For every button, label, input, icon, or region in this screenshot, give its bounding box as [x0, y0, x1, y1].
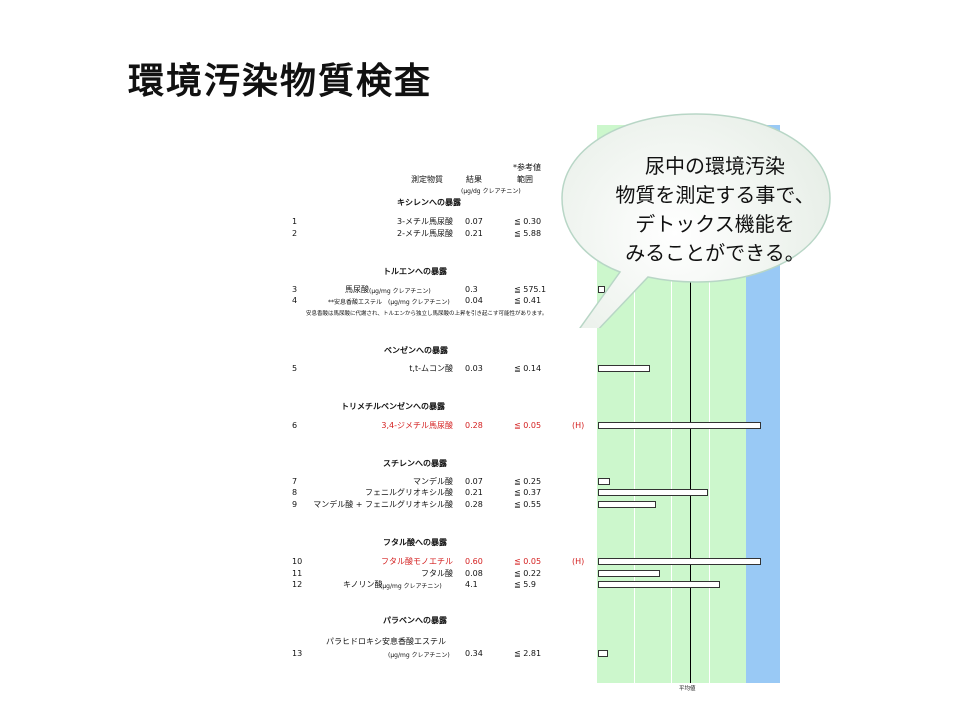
callout-line-2: 物質を測定する事で、: [615, 183, 815, 207]
row-4-unit: (μg/mg クレアチニン): [388, 299, 450, 306]
callout-line-3: デトックス機能を: [635, 212, 795, 236]
row-2-name: 2-メチル馬尿酸: [397, 229, 453, 238]
section-xylene: キシレンへの暴露: [397, 198, 461, 207]
callout-shape: [561, 113, 831, 328]
row-10-value: 0.60: [465, 557, 483, 566]
callout-text: 尿中の環境汚染 物質を測定する事で、 デトックス機能を みることができる。: [590, 152, 840, 268]
grid-line: [709, 125, 710, 683]
callout-bubble: [561, 113, 831, 328]
row-3-num: 3: [292, 285, 298, 294]
header-ref-bottom: 範囲: [517, 175, 533, 184]
section-trimethylbenzene: トリメチルベンゼンへの暴露: [341, 402, 445, 411]
row-11-value: 0.08: [465, 569, 483, 578]
result-bar-7: [598, 478, 610, 485]
mean-line: [690, 125, 691, 683]
row-5-num: 5: [292, 364, 298, 373]
row-10-flag: (H): [572, 557, 585, 566]
row-6-flag: (H): [572, 421, 585, 430]
callout-line-1: 尿中の環境汚染: [645, 154, 785, 178]
row-4-value: 0.04: [465, 296, 483, 305]
callout-line-4: みることができる。: [625, 241, 805, 265]
mean-label: 平均値: [679, 686, 696, 692]
row-8-num: 8: [292, 488, 298, 497]
row-13-ref: ≦ 2.81: [514, 649, 542, 658]
row-12-ref: ≦ 5.9: [514, 580, 536, 589]
section-phthalate: フタル酸への暴露: [383, 538, 447, 547]
row-2-value: 0.21: [465, 229, 483, 238]
row-10-name: フタル酸モノエチル: [381, 557, 453, 566]
result-bar-12: [598, 581, 720, 588]
row-6-value: 0.28: [465, 421, 483, 430]
header-result-unit: (μg/dg クレアチニン): [461, 188, 521, 195]
row-9-value: 0.28: [465, 500, 483, 509]
section-toluene: トルエンへの暴露: [383, 267, 447, 276]
result-bar-8: [598, 489, 708, 496]
row-9-num: 9: [292, 500, 298, 509]
row-3-value: 0.3: [465, 285, 478, 294]
row-13-value: 0.34: [465, 649, 483, 658]
row-1-value: 0.07: [465, 217, 483, 226]
row-1-num: 1: [292, 217, 298, 226]
toluene-note: 安息香酸は馬尿酸に代謝され、トルエンから独立し馬尿酸の上昇を引き起こす可能性があ…: [306, 311, 548, 317]
row-7-ref: ≦ 0.25: [514, 477, 542, 486]
row-5-name: t,t-ムコン酸: [409, 364, 453, 373]
header-result: 結果: [466, 175, 482, 184]
row-4-name: **安息香酸エステル: [328, 299, 383, 306]
row-8-name: フェニルグリオキシル酸: [365, 488, 453, 497]
row-6-name: 3,4-ジメチル馬尿酸: [381, 421, 453, 430]
row-7-value: 0.07: [465, 477, 483, 486]
header-substance: 測定物質: [411, 175, 443, 184]
row-3-unit: (μg/mg クレアチニン): [369, 288, 431, 295]
row-11-num: 11: [292, 569, 303, 578]
grid-line: [671, 125, 672, 683]
row-12-value: 4.1: [465, 580, 478, 589]
row-5-value: 0.03: [465, 364, 483, 373]
row-6-ref: ≦ 0.05: [514, 421, 542, 430]
result-bar-5: [598, 365, 650, 372]
row-12-num: 12: [292, 580, 303, 589]
result-bar-13: [598, 650, 608, 657]
result-bar-6: [598, 422, 761, 429]
row-7-num: 7: [292, 477, 298, 486]
section-paraben: パラベンへの暴露: [383, 616, 447, 625]
row-9-name: マンデル酸 + フェニルグリオキシル酸: [313, 500, 453, 509]
row-12-unit: (μg/mg クレアチニン): [380, 583, 442, 590]
row-2-num: 2: [292, 229, 298, 238]
row-9-ref: ≦ 0.55: [514, 500, 542, 509]
row-10-ref: ≦ 0.05: [514, 557, 542, 566]
section-benzene: ベンゼンへの暴露: [384, 346, 448, 355]
row-2-ref: ≦ 5.88: [514, 229, 542, 238]
row-1-ref: ≦ 0.30: [514, 217, 542, 226]
row-12-name: キノリン酸: [343, 580, 383, 589]
row-13-unit: (μg/mg クレアチニン): [388, 652, 450, 659]
row-3-ref: ≦ 575.1: [514, 285, 547, 294]
row-11-name: フタル酸: [421, 569, 453, 578]
row-11-ref: ≦ 0.22: [514, 569, 542, 578]
section-styrene: スチレンへの暴露: [383, 459, 447, 468]
row-10-num: 10: [292, 557, 303, 566]
row-3-name: 馬尿酸: [345, 285, 369, 294]
grid-line: [634, 125, 635, 683]
row-8-ref: ≦ 0.37: [514, 488, 542, 497]
row-7-name: マンデル酸: [413, 477, 453, 486]
row-6-num: 6: [292, 421, 298, 430]
row-5-ref: ≦ 0.14: [514, 364, 542, 373]
row-13-num: 13: [292, 649, 303, 658]
row-4-ref: ≦ 0.41: [514, 296, 542, 305]
slide-title: 環境汚染物質検査: [128, 61, 433, 102]
result-bar-3: [598, 286, 605, 293]
header-ref-top: *参考値: [513, 163, 541, 172]
row-4-num: 4: [292, 296, 298, 305]
result-bar-9: [598, 501, 656, 508]
row-1-name: 3-メチル馬尿酸: [397, 217, 453, 226]
row-13-name: パラヒドロキシ安息香酸エステル: [326, 637, 446, 646]
result-bar-11: [598, 570, 660, 577]
row-8-value: 0.21: [465, 488, 483, 497]
result-bar-10: [598, 558, 761, 565]
